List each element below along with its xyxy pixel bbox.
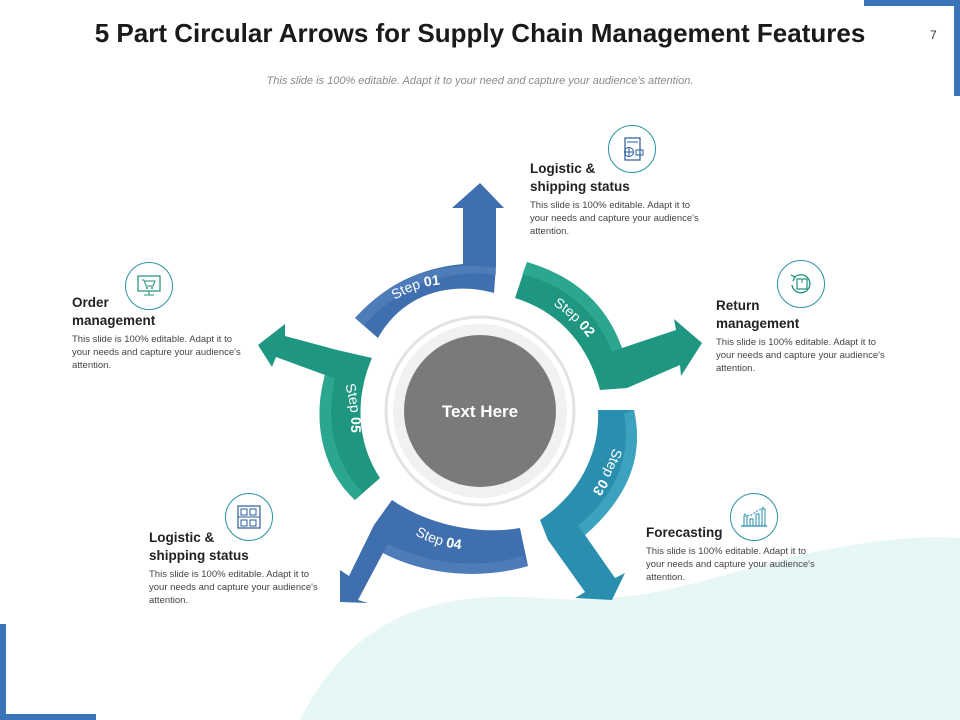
label-description: This slide is 100% editable. Adapt it to… [530, 200, 699, 237]
center-circle [404, 335, 556, 487]
step-05-arrow: Step 05 [258, 324, 380, 500]
slide-subtitle: This slide is 100% editable. Adapt it to… [266, 75, 694, 87]
step-02-arrow: Step 02 [515, 262, 702, 390]
bottom-wave-shape [300, 537, 960, 720]
page-number: 7 [930, 28, 937, 42]
label-description: This slide is 100% editable. Adapt it to… [646, 546, 815, 583]
label-block-step-01: Logistic & shipping status This slide is… [530, 160, 705, 238]
bar-chart-icon [730, 493, 778, 541]
label-description: This slide is 100% editable. Adapt it to… [149, 569, 318, 606]
slide-title: 5 Part Circular Arrows for Supply Chain … [94, 18, 866, 48]
label-title: Logistic & shipping status [530, 161, 630, 194]
warehouse-shelf-icon [225, 493, 273, 541]
label-title: Return management [716, 298, 800, 331]
step-05-label: Step 05 [342, 381, 364, 433]
globe-document-icon [608, 125, 656, 173]
package-return-icon [777, 260, 825, 308]
label-block-step-02: Return management This slide is 100% edi… [716, 297, 891, 375]
label-title: Order management [72, 295, 156, 328]
label-description: This slide is 100% editable. Adapt it to… [716, 337, 885, 374]
step-04-arrow: Step 04 [340, 500, 528, 603]
label-block-step-04: Logistic & shipping status This slide is… [149, 529, 324, 607]
label-title: Forecasting [646, 525, 723, 540]
monitor-cart-icon [125, 262, 173, 310]
step-01-arrow: Step 01 [355, 183, 504, 338]
label-block-step-03: Forecasting This slide is 100% editable.… [646, 524, 821, 584]
label-block-step-05: Order management This slide is 100% edit… [72, 294, 247, 372]
label-title: Logistic & shipping status [149, 530, 249, 563]
center-text: Text Here [442, 402, 518, 421]
label-description: This slide is 100% editable. Adapt it to… [72, 334, 241, 371]
step-03-arrow: Step 03 [540, 410, 637, 600]
